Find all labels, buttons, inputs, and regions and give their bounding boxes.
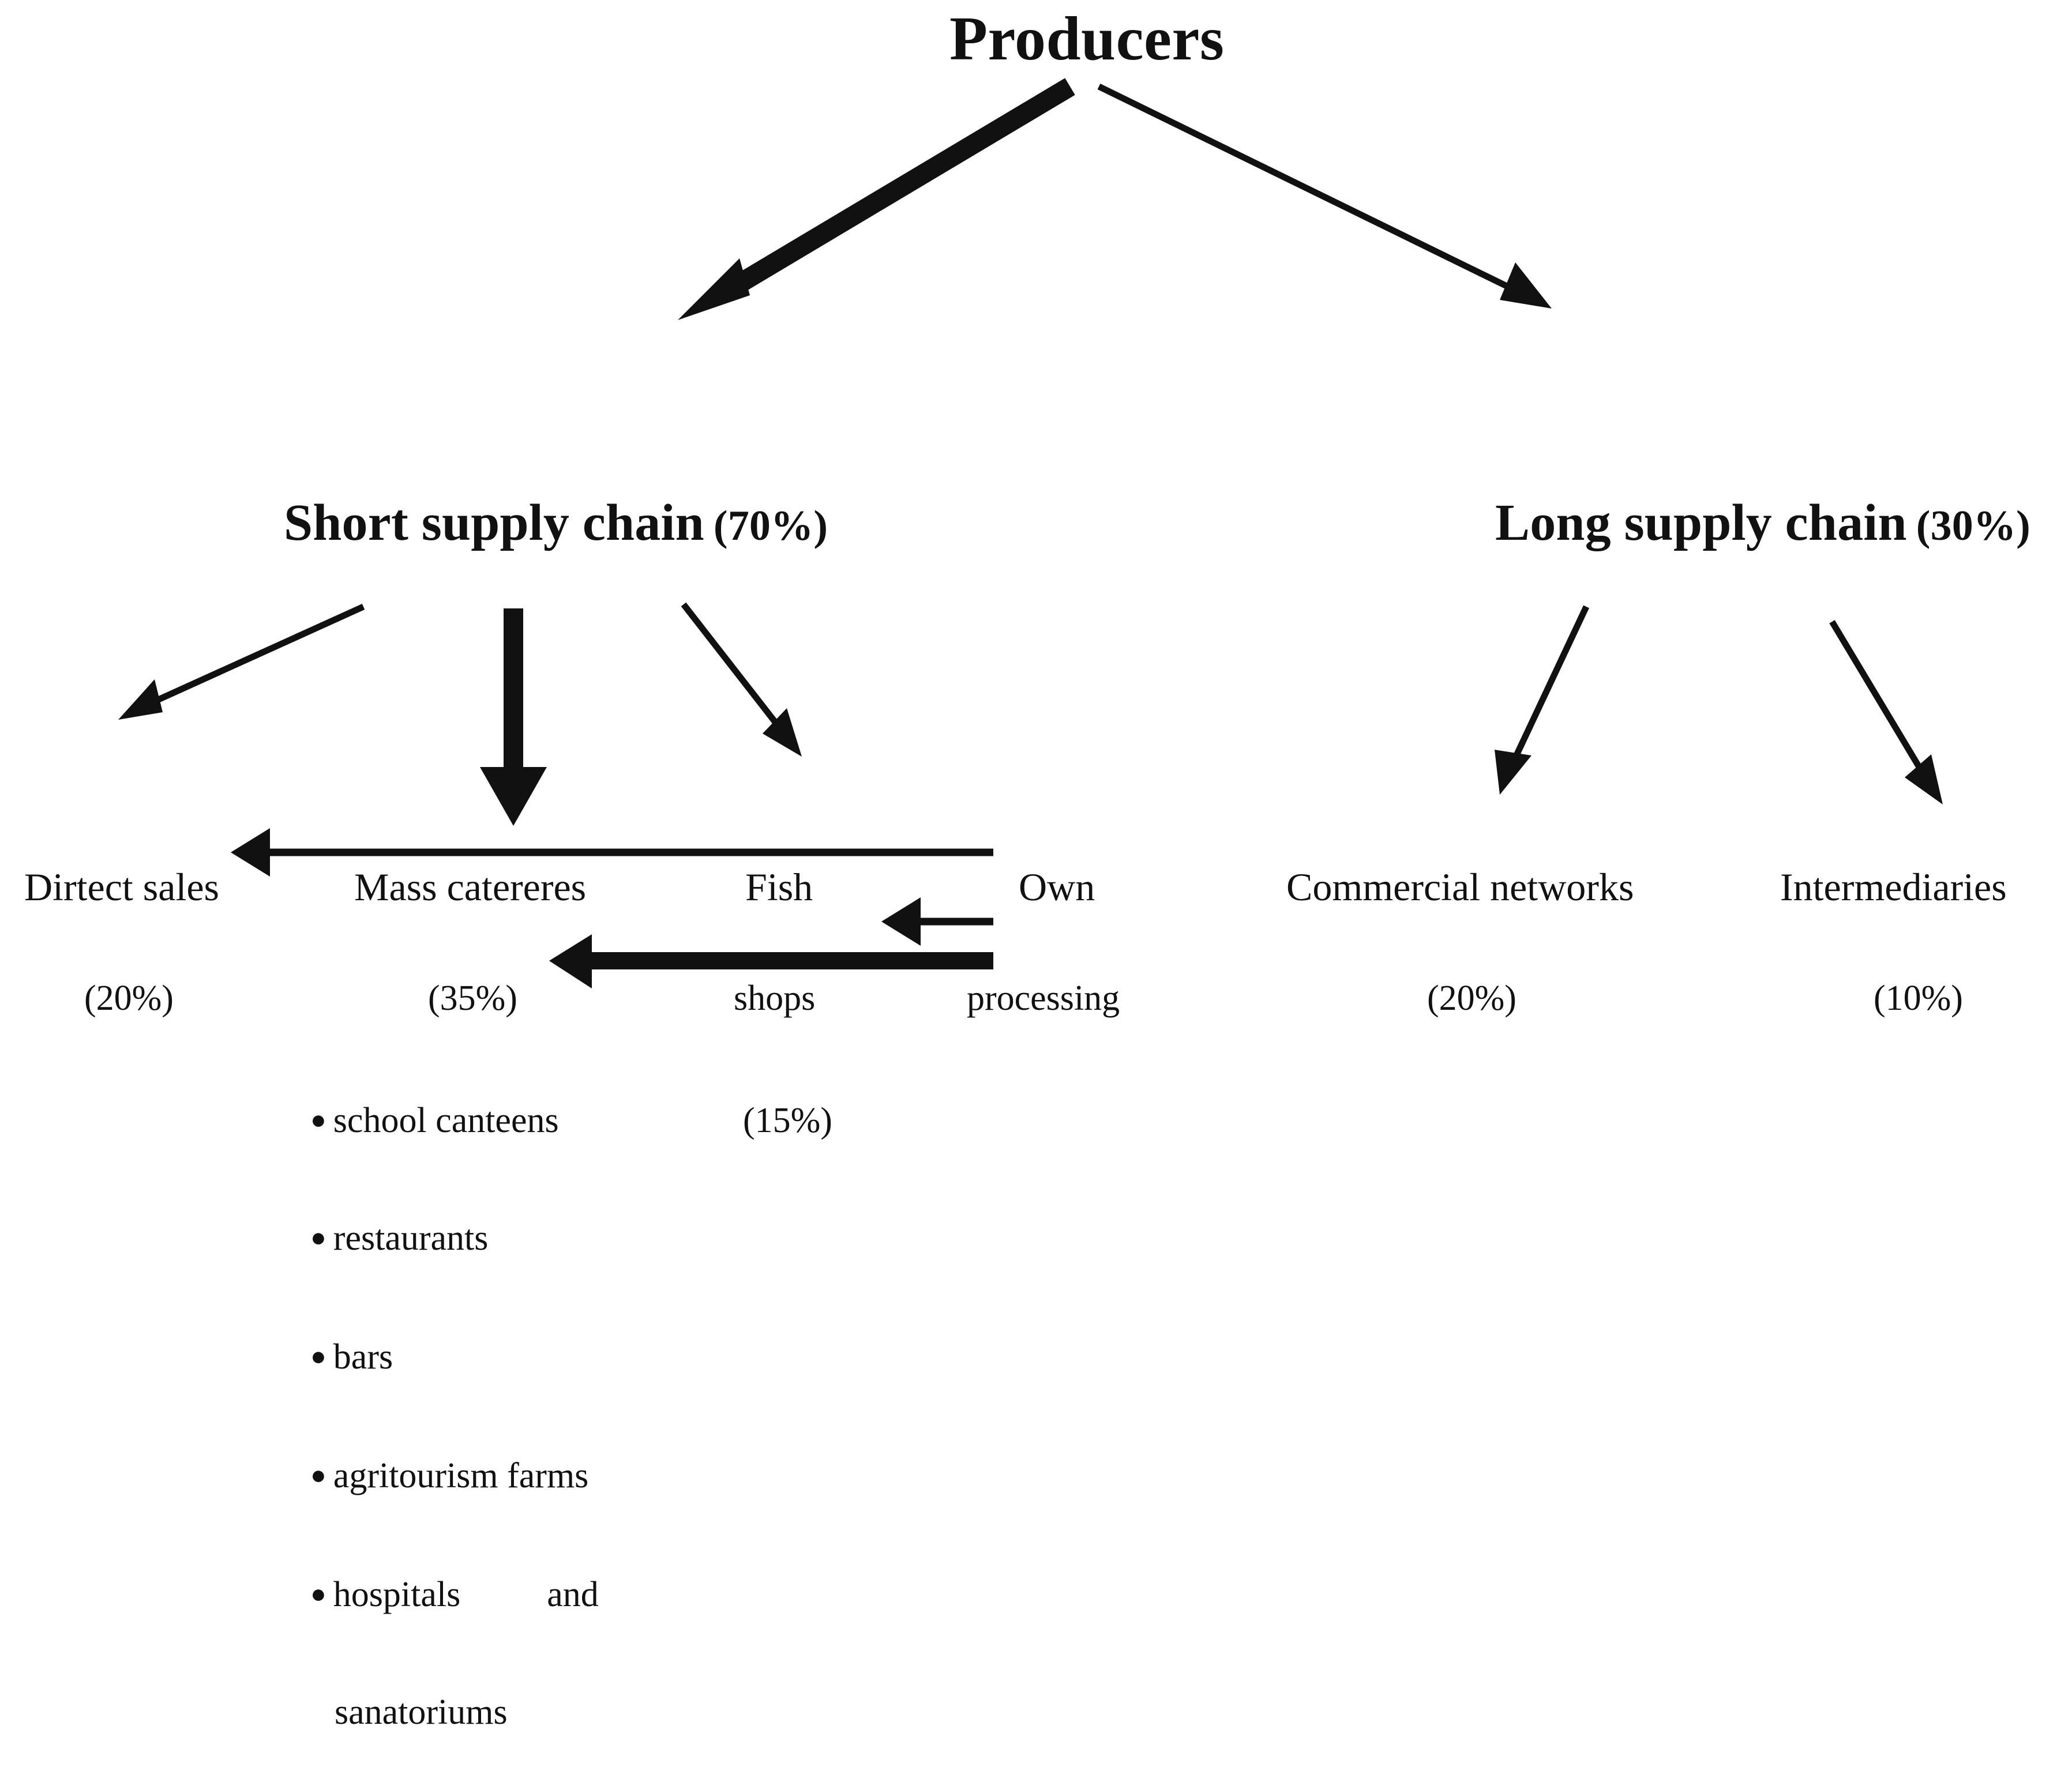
channel-percent-commercial-networks: (20%): [1427, 979, 1517, 1018]
list-item-bars: ●bars: [310, 1339, 393, 1375]
branch-heading-long-supply-chain: Long supply chain(30%): [1495, 497, 2030, 549]
list-item-label-conjunction: and: [547, 1575, 599, 1614]
list-item-agritourism-farms: ●agritourism farms: [310, 1458, 588, 1494]
list-item-label: bars: [333, 1337, 393, 1377]
bullet-dot-icon: ●: [310, 1104, 326, 1134]
list-item-label: restaurants: [333, 1219, 489, 1258]
list-item-hospitals-and-sanatoriums: ●hospitals and: [310, 1577, 599, 1612]
arrow-short-to-mass-caterers: [480, 608, 547, 826]
branch-label-long: Long supply chain: [1495, 494, 1907, 551]
arrow-short-to-direct-sales: [118, 603, 365, 720]
diagram-title: Producers: [949, 5, 1225, 73]
list-item-restaurants: ●restaurants: [310, 1220, 488, 1256]
channel-label-mass-caterers: Mass catereres: [354, 865, 587, 909]
bullet-dot-icon: ●: [310, 1341, 326, 1371]
branch-heading-short-supply-chain: Short supply chain(70%): [284, 497, 828, 549]
channel-label-commercial-networks: Commercial networks: [1286, 865, 1634, 909]
list-item-label: school canteens: [333, 1101, 559, 1140]
arrow-own-processing-to-direct-sales: [231, 828, 993, 877]
channel-label-own-processing: processing: [967, 979, 1120, 1018]
list-item-school-canteens: ●school canteens: [310, 1103, 559, 1138]
arrow-short-to-fish-shops: [681, 602, 802, 757]
bullet-dot-icon: ●: [310, 1460, 326, 1490]
channel-label-fish: Fish: [745, 865, 813, 909]
channel-label-own: Own: [1019, 865, 1095, 909]
channel-percent-intermediaries: (10%): [1874, 979, 1963, 1018]
list-item-label: hospitals: [333, 1575, 461, 1614]
channel-label-intermediaries: Intermediaries: [1780, 865, 2007, 909]
arrow-producers-to-long-chain: [1097, 84, 1552, 309]
list-item-continuation-sanatoriums: sanatoriums: [335, 1693, 508, 1732]
arrow-long-to-commercial-networks: [1495, 605, 1589, 795]
bullet-dot-icon: ●: [310, 1222, 326, 1252]
bullet-dot-icon: ●: [310, 1578, 326, 1608]
branch-percent-short: (70%): [713, 502, 828, 550]
branch-percent-long: (30%): [1916, 502, 2031, 550]
arrow-long-to-intermediaries: [1829, 620, 1943, 804]
channel-label-fish-shops: shops: [734, 979, 816, 1018]
channel-percent-direct-sales: (20%): [84, 979, 174, 1018]
branch-label-short: Short supply chain: [284, 494, 704, 551]
arrow-own-processing-to-fish-shops: [881, 897, 993, 946]
mass-caterers-detail-percent: (15%): [743, 1101, 832, 1140]
channel-percent-mass-caterers: (35%): [428, 979, 517, 1018]
list-item-label: agritourism farms: [333, 1456, 589, 1495]
channel-label-direct-sales: Dirtect sales: [24, 865, 219, 909]
arrow-producers-to-short-chain: [678, 78, 1075, 320]
